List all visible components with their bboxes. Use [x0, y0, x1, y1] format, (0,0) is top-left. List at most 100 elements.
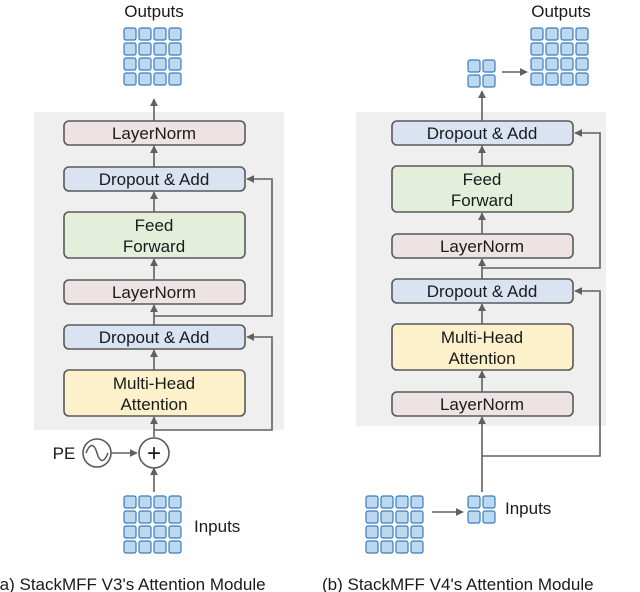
module-a-caption: (a) StackMFF V3's Attention Module — [0, 575, 266, 592]
module-a-attention-line1: Multi-Head — [113, 374, 195, 393]
module-b-inputs-label: Inputs — [505, 499, 551, 518]
module-a-residual-top — [154, 175, 273, 317]
module-b-feed-forward-line1: Feed — [463, 170, 502, 189]
grid-cell — [138, 42, 152, 56]
module-b-residual-top — [482, 129, 601, 269]
grid-cell — [123, 525, 137, 539]
grid-cell — [153, 525, 167, 539]
grid-cell — [482, 59, 496, 73]
module-b-outputs-label: Outputs — [531, 2, 591, 21]
module-a-layernorm-top-label: LayerNorm — [112, 124, 196, 143]
grid-cell — [410, 510, 424, 524]
grid-cell — [123, 540, 137, 554]
grid-cell — [545, 72, 559, 86]
grid-cell — [560, 72, 574, 86]
module-b-layernorm-bottom-label: LayerNorm — [440, 395, 524, 414]
module-a-feed-forward-line2: Forward — [123, 237, 185, 256]
grid-cell — [138, 525, 152, 539]
module-a-attention-line2: Attention — [120, 395, 187, 414]
grid-cell — [153, 42, 167, 56]
module-a-sine-wave-icon — [85, 444, 109, 462]
grid-cell — [560, 57, 574, 71]
grid-cell — [168, 42, 182, 56]
grid-cell — [560, 42, 574, 56]
grid-cell — [138, 57, 152, 71]
grid-cell — [153, 57, 167, 71]
module-b-output-token-grid — [467, 59, 496, 88]
grid-cell — [482, 510, 496, 524]
module-a: Outputs LayerNorm Dropout & Add Feed For… — [0, 2, 284, 592]
grid-cell — [365, 540, 379, 554]
grid-cell — [395, 495, 409, 509]
grid-cell — [467, 495, 481, 509]
module-b-attention-line2: Attention — [448, 349, 515, 368]
module-a-layernorm-mid-label: LayerNorm — [112, 283, 196, 302]
grid-cell — [575, 27, 589, 41]
grid-cell — [530, 42, 544, 56]
grid-cell — [365, 510, 379, 524]
grid-cell — [395, 525, 409, 539]
grid-cell — [153, 72, 167, 86]
grid-cell — [575, 57, 589, 71]
grid-cell — [123, 57, 137, 71]
grid-cell — [138, 540, 152, 554]
module-a-dropout-add-bottom-label: Dropout & Add — [99, 328, 210, 347]
grid-cell — [138, 27, 152, 41]
module-a-dropout-add-top-label: Dropout & Add — [99, 170, 210, 189]
grid-cell — [365, 525, 379, 539]
grid-cell — [123, 72, 137, 86]
grid-cell — [575, 72, 589, 86]
grid-cell — [153, 495, 167, 509]
grid-cell — [545, 42, 559, 56]
grid-cell — [168, 510, 182, 524]
grid-cell — [482, 74, 496, 88]
grid-cell — [138, 72, 152, 86]
module-a-outputs-label: Outputs — [124, 2, 184, 21]
grid-cell — [530, 72, 544, 86]
grid-cell — [380, 540, 394, 554]
module-b-input-grid — [365, 495, 424, 554]
module-a-plus-symbol: + — [147, 440, 161, 467]
grid-cell — [380, 525, 394, 539]
grid-cell — [168, 525, 182, 539]
grid-cell — [545, 57, 559, 71]
module-a-residual-bottom — [154, 333, 273, 431]
grid-cell — [153, 510, 167, 524]
module-b-output-grid — [530, 27, 589, 86]
module-a-inputs-label: Inputs — [194, 517, 240, 536]
grid-cell — [123, 27, 137, 41]
module-b: Outputs Dropout & Add Feed Forward Layer… — [322, 2, 606, 592]
grid-cell — [395, 510, 409, 524]
module-b-dropout-add-top-label: Dropout & Add — [427, 124, 538, 143]
grid-cell — [482, 495, 496, 509]
grid-cell — [410, 495, 424, 509]
grid-cell — [575, 42, 589, 56]
module-a-plus-icon — [138, 437, 170, 469]
module-b-input-token-grid — [467, 495, 496, 524]
grid-cell — [410, 525, 424, 539]
grid-cell — [467, 59, 481, 73]
grid-cell — [138, 495, 152, 509]
grid-cell — [168, 57, 182, 71]
grid-cell — [168, 540, 182, 554]
module-a-input-grid — [123, 495, 182, 554]
grid-cell — [153, 540, 167, 554]
grid-cell — [123, 42, 137, 56]
module-b-dropout-add-bottom-label: Dropout & Add — [427, 282, 538, 301]
grid-cell — [395, 540, 409, 554]
grid-cell — [560, 27, 574, 41]
module-a-pe-label: PE — [53, 444, 76, 463]
module-b-layernorm-mid-label: LayerNorm — [440, 237, 524, 256]
grid-cell — [123, 495, 137, 509]
grid-cell — [123, 510, 137, 524]
module-b-panel — [356, 112, 606, 426]
module-b-caption: (b) StackMFF V4's Attention Module — [322, 575, 594, 592]
grid-cell — [168, 495, 182, 509]
grid-cell — [365, 495, 379, 509]
grid-cell — [380, 495, 394, 509]
grid-cell — [467, 74, 481, 88]
grid-cell — [153, 27, 167, 41]
grid-cell — [467, 510, 481, 524]
grid-cell — [380, 510, 394, 524]
